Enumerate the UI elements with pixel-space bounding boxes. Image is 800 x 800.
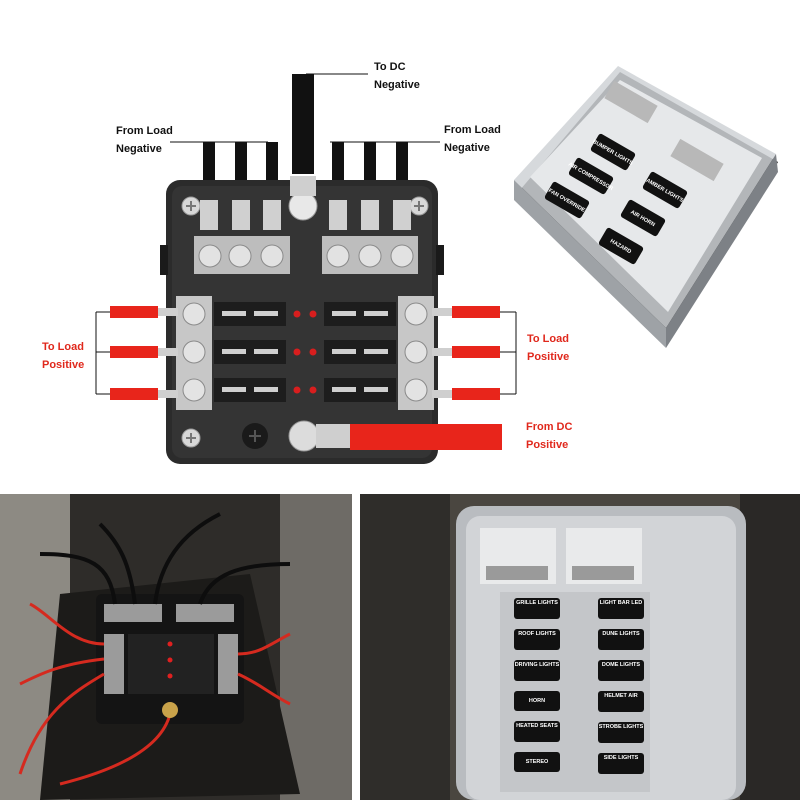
installed-fuse-box-photo: GRILLE LIGHTS ROOF LIGHTS DRIVING LIGHTS… — [360, 494, 800, 800]
label-to-load-positive-left: To Load Positive — [42, 341, 85, 371]
label-helmet-air: HELMET AIR — [598, 691, 644, 712]
label-from-dc-positive: From DC Positive — [526, 421, 573, 451]
label-side-lights: SIDE LIGHTS — [598, 753, 644, 774]
product-label-group — [544, 133, 688, 265]
right-label-column: LIGHT BAR LED DUNE LIGHTS DOME LIGHTS HE… — [598, 598, 644, 774]
label-horn: HORN — [514, 691, 560, 711]
label-roof-lights: ROOF LIGHTS — [514, 629, 560, 650]
label-from-load-negative-left: From Load Negative — [116, 125, 173, 155]
label-to-load-positive-right: To Load Positive — [527, 333, 570, 363]
label-driving-lights: DRIVING LIGHTS — [514, 660, 560, 681]
left-label-column: GRILLE LIGHTS ROOF LIGHTS DRIVING LIGHTS… — [514, 598, 560, 772]
wiring-diagram: To DC Negative From Load Negative From L… — [42, 61, 778, 464]
label-dune-lights: DUNE LIGHTS — [598, 629, 644, 650]
label-from-load-negative-right: From Load Negative — [444, 124, 501, 154]
fuse-box-product-image: BUMPER LIGHTS AIR COMPRESSOR FAN OVERRID… — [514, 66, 778, 348]
label-strobe-lights: STROBE LIGHTS — [598, 722, 644, 743]
engine-bay-photo-left — [0, 494, 352, 800]
label-dome-lights: DOME LIGHTS — [598, 660, 644, 681]
label-stereo: STEREO — [514, 752, 560, 772]
label-to-dc-negative: To DC Negative — [374, 61, 420, 91]
label-light-bar-led: LIGHT BAR LED — [598, 598, 644, 619]
label-grille-lights: GRILLE LIGHTS — [514, 598, 560, 619]
fuse-box-diagram — [95, 73, 517, 464]
label-heated-seats: HEATED SEATS — [514, 721, 560, 742]
